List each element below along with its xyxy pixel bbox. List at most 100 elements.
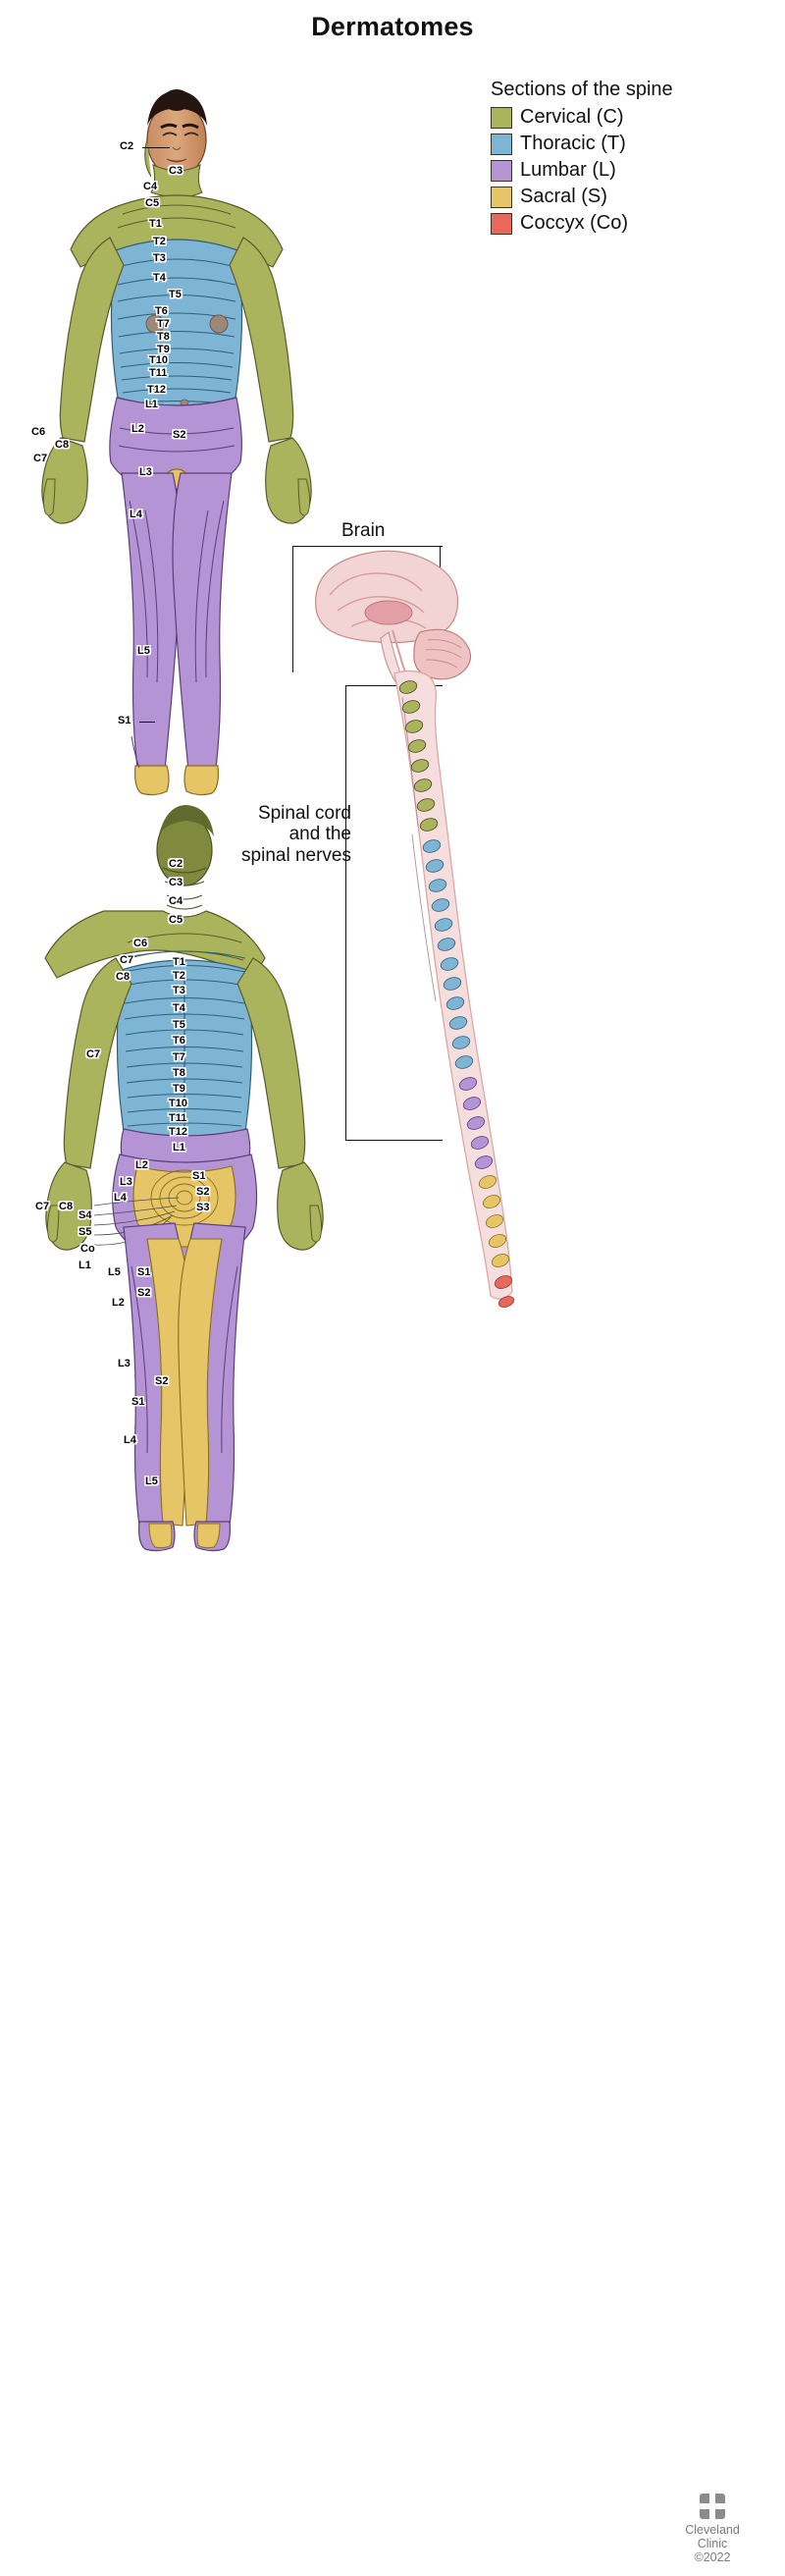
label-l1-posterior: L1 [173,1142,185,1154]
cleveland-clinic-logo-icon [700,2494,725,2519]
label-s5-posterior: S5 [78,1226,92,1238]
label-t10-posterior: T10 [169,1098,187,1109]
label-c7-posterior-upper: C7 [120,954,134,966]
brain-label: Brain [341,520,386,541]
label-s4-posterior: S4 [78,1209,92,1221]
spinal-cord-label-line3: spinal nerves [241,844,351,866]
legend-label-cervical: Cervical (C) [520,106,624,128]
label-s1-posterior-thigh: S1 [137,1266,151,1278]
label-s2-posterior-thigh: S2 [137,1287,151,1299]
legend-swatch-thoracic [491,133,512,155]
label-l2-anterior: L2 [131,423,144,435]
legend-label-coccyx: Coccyx (Co) [520,212,629,234]
spinal-cord-bracket [345,685,443,1141]
legend-item-coccyx: Coccyx (Co) [491,212,775,235]
brain-illustration [294,538,500,700]
label-c2-anterior: C2 [120,140,134,152]
label-t8-posterior: T8 [173,1067,185,1079]
label-co-posterior: Co [80,1243,95,1255]
label-t3-anterior: T3 [153,252,166,264]
legend-item-cervical: Cervical (C) [491,106,775,129]
legend: Sections of the spine Cervical (C) Thora… [491,79,775,239]
label-t8-anterior: T8 [157,331,170,343]
label-t9-posterior: T9 [173,1083,185,1095]
label-s3-posterior: S3 [196,1202,210,1213]
label-c8-anterior: C8 [55,439,70,451]
label-l2-posterior-thigh: L2 [112,1297,125,1309]
label-l4-posterior: L4 [114,1192,127,1204]
label-c3-anterior: C3 [169,165,183,177]
label-t4-anterior: T4 [153,272,166,284]
label-l3-anterior: L3 [139,466,152,478]
label-l4-anterior: L4 [130,509,142,520]
label-s2-anterior: S2 [173,429,186,441]
label-c8-posterior: C8 [116,971,131,983]
label-l1-anterior: L1 [145,399,158,410]
legend-label-sacral: Sacral (S) [520,186,607,207]
legend-swatch-coccyx [491,212,512,235]
label-l5-anterior: L5 [137,645,150,657]
label-s2-posterior-leg: S2 [155,1375,169,1387]
cleveland-clinic-footer: Cleveland Clinic ©2022 [654,2494,771,2564]
anterior-dermatome-figure [0,49,412,796]
label-t7-anterior: T7 [157,318,170,330]
label-c4-posterior: C4 [169,895,183,907]
legend-label-thoracic: Thoracic (T) [520,133,626,154]
label-t12-anterior: T12 [147,384,166,396]
label-c5-posterior: C5 [169,914,183,926]
label-l4-posterior-leg: L4 [124,1434,136,1446]
legend-swatch-sacral [491,186,512,208]
legend-item-lumbar: Lumbar (L) [491,159,775,182]
spinal-cord-illustration [363,668,520,1453]
label-t5-anterior: T5 [169,289,182,300]
label-t7-posterior: T7 [173,1051,185,1063]
label-c4-anterior: C4 [143,181,158,192]
label-s1-posterior-buttock: S1 [192,1170,206,1182]
label-t3-posterior: T3 [173,985,185,996]
legend-heading: Sections of the spine [491,79,673,100]
label-c7-posterior-hand: C7 [35,1201,50,1212]
spinal-cord-label-line2: and the [288,824,351,845]
legend-label-lumbar: Lumbar (L) [520,159,616,181]
label-t9-anterior: T9 [157,344,170,355]
label-l3-posterior-leg: L3 [118,1358,131,1369]
label-t2-anterior: T2 [153,236,166,247]
label-t1-anterior: T1 [149,218,162,230]
leadline-c2-anterior [142,147,170,149]
label-s2-posterior-buttock: S2 [196,1186,210,1198]
label-l1-posterior-lower: L1 [78,1260,91,1271]
footer-copyright: ©2022 [694,2550,731,2564]
spinal-cord-label: Spinal cord and the spinal nerves [234,803,351,866]
leadline-s1-anterior [139,722,155,724]
legend-item-thoracic: Thoracic (T) [491,133,775,155]
label-l3-posterior: L3 [120,1176,132,1188]
posterior-dermatome-figure [0,795,412,1552]
label-c6-posterior: C6 [133,938,148,949]
label-c2-posterior: C2 [169,858,183,870]
legend-item-sacral: Sacral (S) [491,186,775,208]
label-s1-posterior-leg: S1 [131,1396,145,1408]
label-t11-posterior: T11 [169,1112,187,1124]
label-t4-posterior: T4 [173,1002,185,1014]
spinal-cord-label-line1: Spinal cord [257,803,351,824]
label-t2-posterior: T2 [173,970,185,982]
label-t10-anterior: T10 [149,354,168,366]
label-c7-anterior: C7 [33,453,48,464]
label-c3-posterior: C3 [169,877,183,888]
page-title: Dermatomes [311,12,474,41]
label-t6-anterior: T6 [155,305,168,317]
label-l5-posterior-thigh: L5 [108,1266,121,1278]
legend-swatch-lumbar [491,159,512,182]
legend-swatch-cervical [491,106,512,129]
label-t11-anterior: T11 [149,367,168,379]
label-c8-posterior-hand: C8 [59,1201,74,1212]
label-l5-posterior-foot: L5 [145,1476,158,1487]
brain-bracket [292,546,443,672]
footer-org-line2: Clinic [697,2537,728,2550]
label-t1-posterior: T1 [173,956,185,968]
label-s1-anterior: S1 [118,715,131,726]
label-t5-posterior: T5 [173,1019,185,1031]
label-t12-posterior: T12 [169,1126,187,1138]
label-c7-posterior-arm: C7 [86,1048,101,1060]
label-c5-anterior: C5 [145,197,160,209]
